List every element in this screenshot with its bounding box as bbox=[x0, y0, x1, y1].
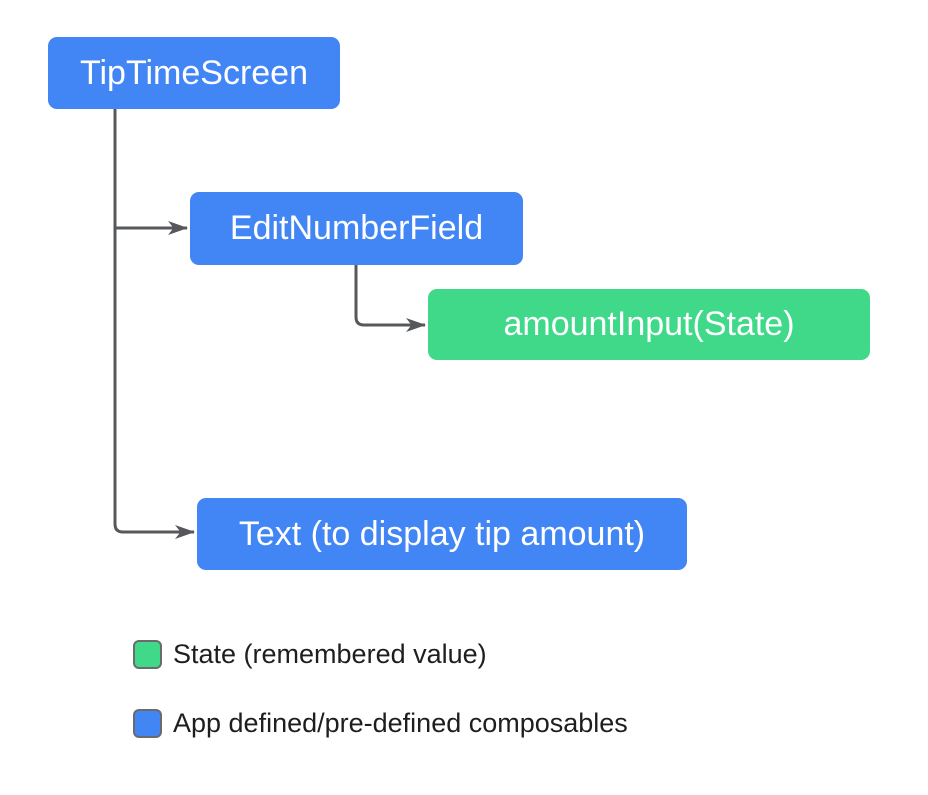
legend-label-state: State (remembered value) bbox=[173, 639, 487, 669]
node-amountinput-state: amountInput(State) bbox=[428, 289, 870, 360]
edge-tiptimescreen-to-textdisplay bbox=[113, 109, 195, 539]
node-amountinput-state-label: amountInput(State) bbox=[503, 305, 795, 343]
legend-item-composables: App defined/pre-defined composables bbox=[133, 708, 628, 738]
node-tiptimescreen: TipTimeScreen bbox=[48, 37, 340, 109]
legend-swatch-state bbox=[133, 639, 162, 669]
legend-item-state: State (remembered value) bbox=[133, 639, 487, 669]
node-text-display: Text (to display tip amount) bbox=[197, 498, 687, 570]
node-editnumberfield: EditNumberField bbox=[190, 192, 523, 265]
edge-editnumberfield-to-amountinput bbox=[354, 265, 426, 332]
node-editnumberfield-label: EditNumberField bbox=[229, 209, 484, 247]
node-tiptimescreen-label: TipTimeScreen bbox=[80, 53, 308, 92]
legend-label-composables: App defined/pre-defined composables bbox=[173, 708, 628, 738]
legend-swatch-composables bbox=[133, 708, 162, 738]
node-text-display-label: Text (to display tip amount) bbox=[238, 514, 646, 553]
